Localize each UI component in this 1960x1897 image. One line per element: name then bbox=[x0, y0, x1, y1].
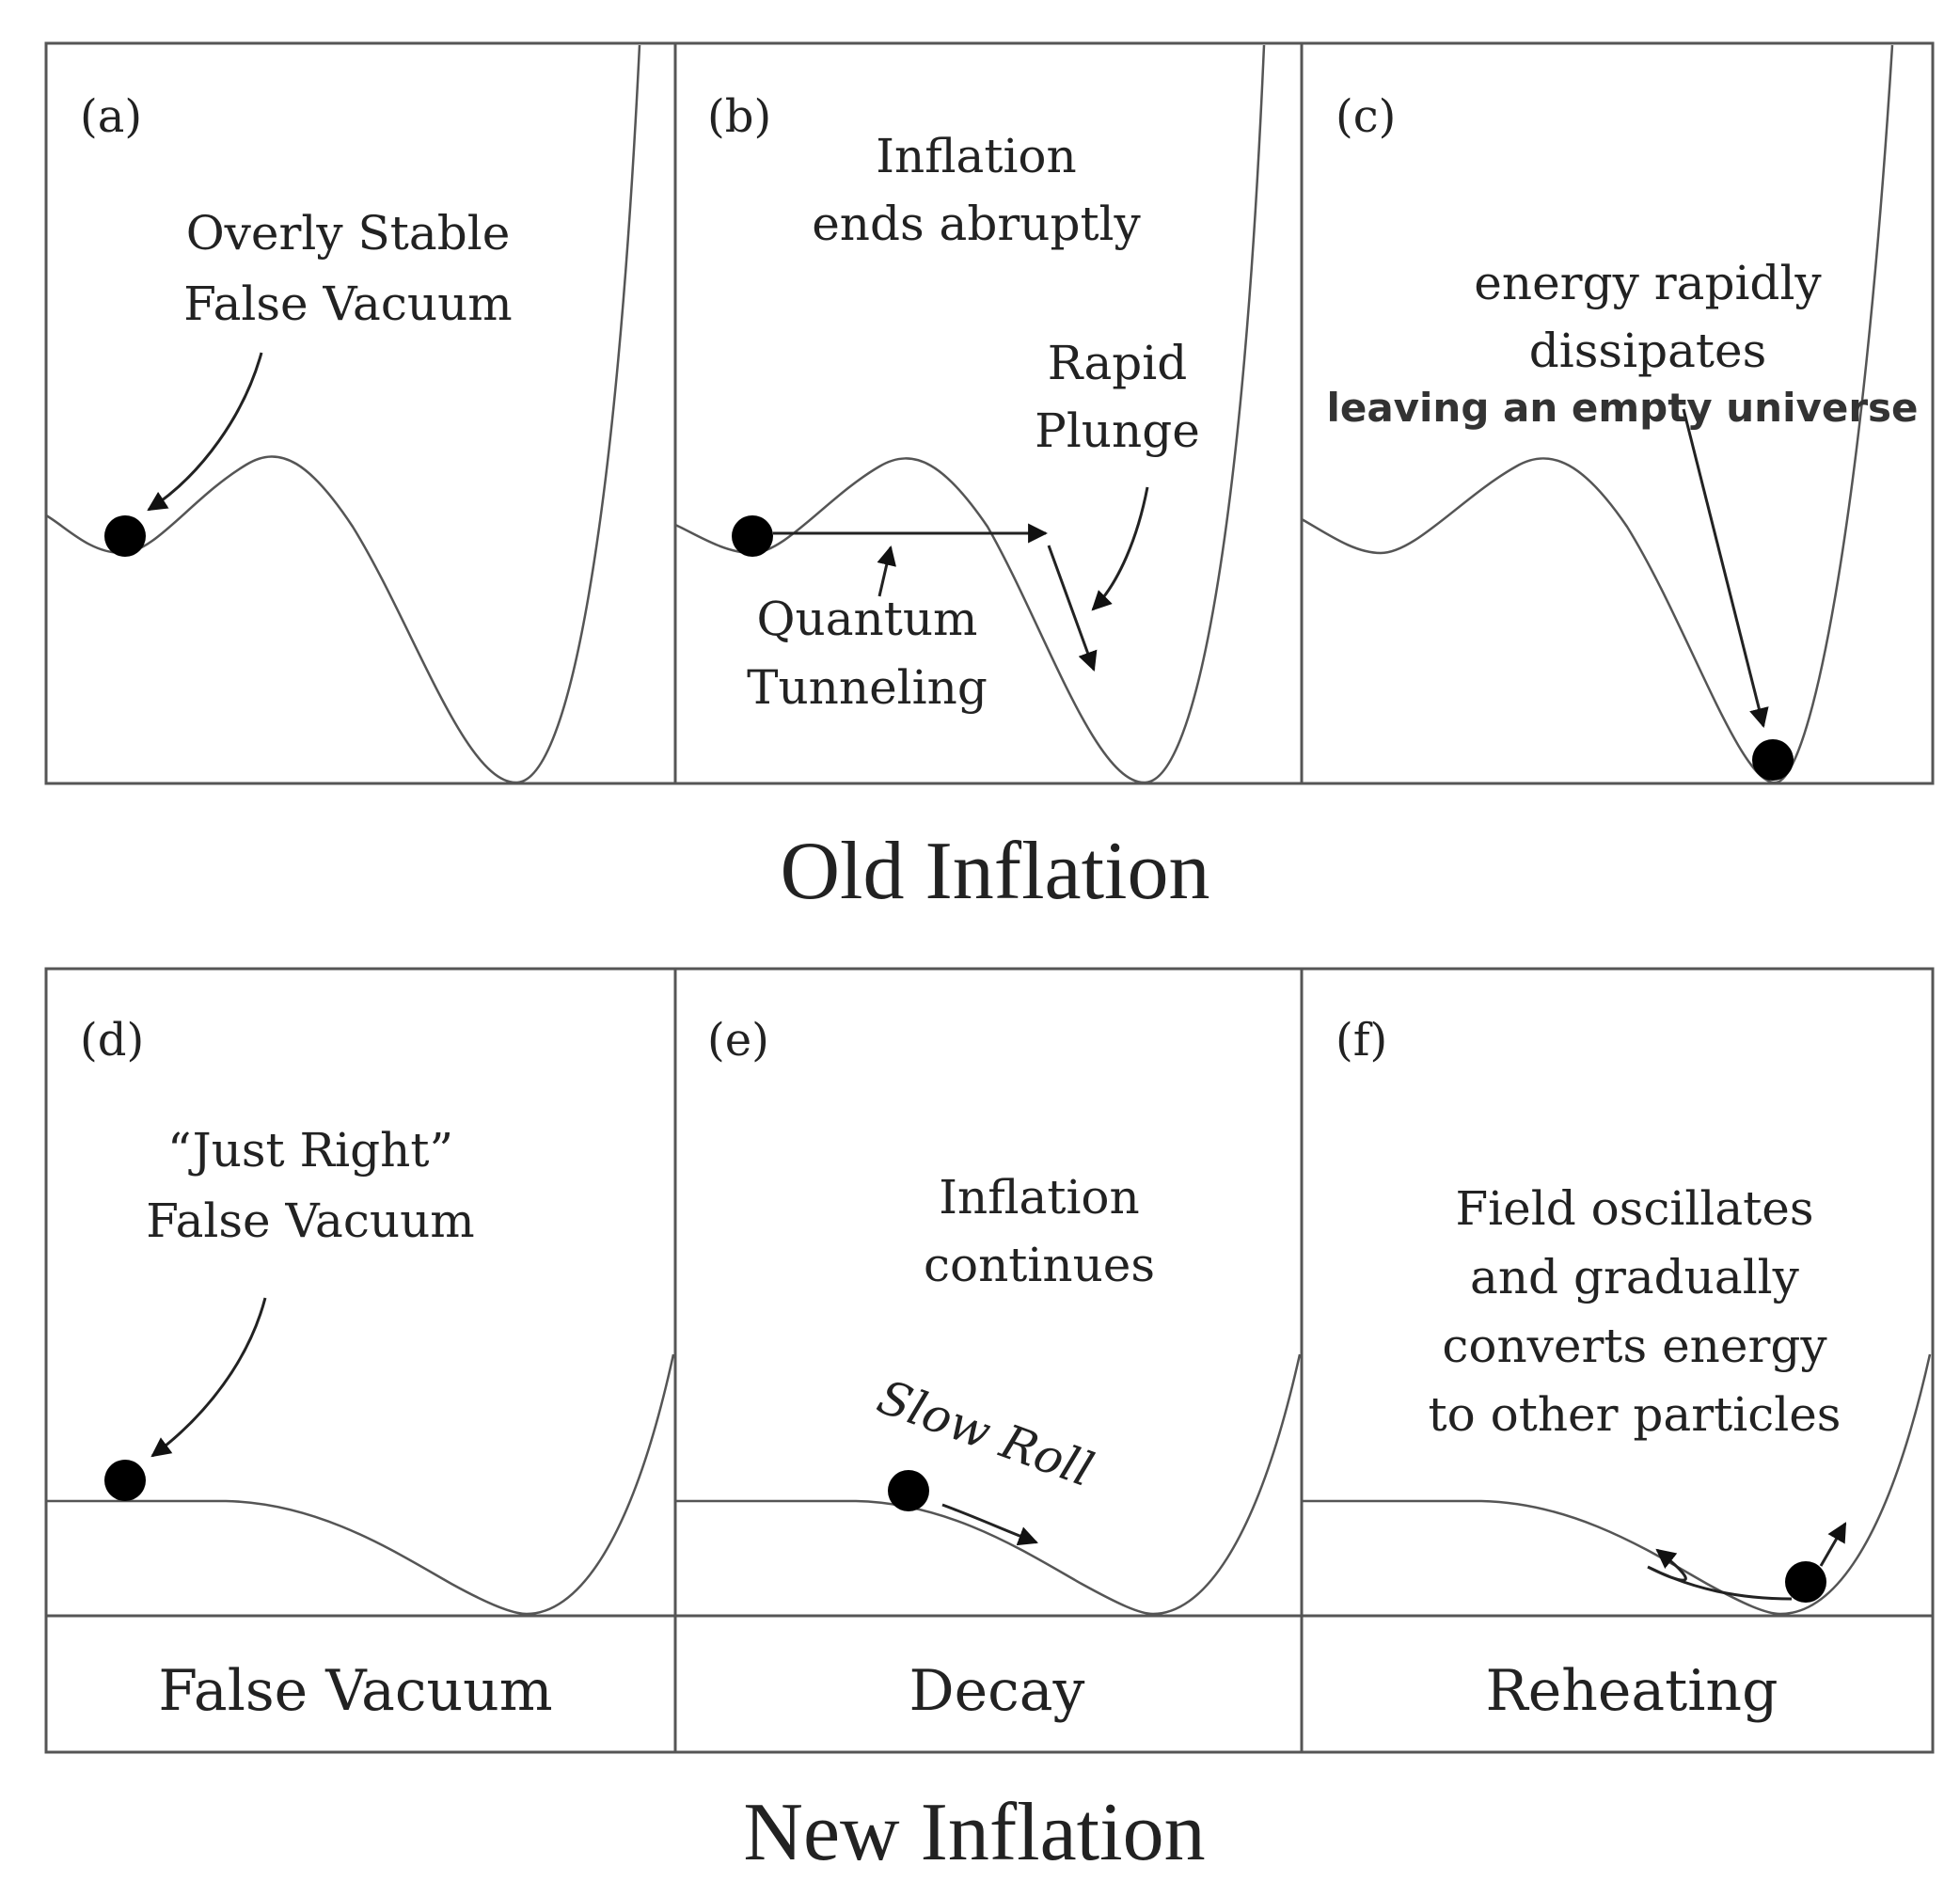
annotation-b-line2: ends abruptly bbox=[812, 197, 1141, 251]
new-inflation-frame bbox=[44, 967, 1935, 1754]
panel-letter-c: (c) bbox=[1336, 90, 1396, 143]
annotation-f-line2: and gradually bbox=[1470, 1250, 1800, 1304]
panel-letter-d: (d) bbox=[80, 1014, 144, 1067]
tunneling-label-line1: Quantum bbox=[757, 592, 978, 646]
potential-curve-c bbox=[1301, 44, 1894, 784]
panel-letter-f: (f) bbox=[1336, 1014, 1387, 1067]
panel-letter-e: (e) bbox=[707, 1014, 769, 1067]
annotation-c-line1: energy rapidly bbox=[1474, 256, 1822, 310]
caption-decay: Decay bbox=[909, 1658, 1085, 1724]
plunge-label-arrow bbox=[1091, 486, 1149, 611]
old-inflation-figure: (a) Overly Stable False Vacuum (b) Infla… bbox=[44, 41, 1935, 917]
potential-curve-f bbox=[1302, 1353, 1932, 1616]
annotation-f-line3: converts energy bbox=[1442, 1319, 1827, 1373]
panel-c: (c) energy rapidly dissipates leaving an… bbox=[1301, 44, 1919, 784]
annotation-f-line4: to other particles bbox=[1429, 1387, 1841, 1442]
field-ball-c bbox=[1752, 739, 1794, 781]
slow-roll-arrow bbox=[941, 1503, 1038, 1546]
arrow-d bbox=[150, 1297, 267, 1458]
annotation-d-line2: False Vacuum bbox=[146, 1194, 474, 1248]
annotation-d-line1: “Just Right” bbox=[167, 1123, 453, 1178]
annotation-a-line1: Overly Stable bbox=[186, 206, 511, 261]
potential-curve-e bbox=[675, 1353, 1302, 1616]
field-ball-b bbox=[732, 515, 773, 557]
panel-b: (b) Inflation ends abruptly Rapid Plunge… bbox=[674, 44, 1266, 784]
new-inflation-figure: (d) “Just Right” False Vacuum False Vacu… bbox=[44, 967, 1935, 1878]
plunge-label-line2: Plunge bbox=[1035, 403, 1200, 458]
panel-e: (e) Inflation continues Slow Roll Decay bbox=[675, 1014, 1302, 1724]
annotation-c-extra: leaving an empty universe bbox=[1326, 385, 1918, 431]
field-ball-a bbox=[104, 515, 146, 557]
oscillation-left-arrow bbox=[1647, 1548, 1793, 1601]
annotation-e-line1: Inflation bbox=[939, 1170, 1140, 1225]
plunge-label-line1: Rapid bbox=[1048, 336, 1188, 390]
field-ball-f bbox=[1785, 1561, 1826, 1603]
potential-curve-d bbox=[46, 1353, 675, 1616]
annotation-e-line2: continues bbox=[924, 1238, 1155, 1292]
panel-d: (d) “Just Right” False Vacuum False Vacu… bbox=[46, 1014, 675, 1724]
caption-false-vacuum: False Vacuum bbox=[158, 1658, 552, 1724]
new-inflation-title: New Inflation bbox=[743, 1787, 1205, 1878]
annotation-c-line2: dissipates bbox=[1529, 324, 1766, 378]
old-inflation-frame bbox=[44, 41, 1935, 785]
panel-letter-a: (a) bbox=[80, 90, 142, 143]
panel-letter-b: (b) bbox=[707, 90, 771, 143]
annotation-f-line1: Field oscillates bbox=[1455, 1181, 1813, 1236]
annotation-a-line2: False Vacuum bbox=[183, 277, 512, 331]
potential-curve-a bbox=[45, 44, 641, 784]
field-ball-e bbox=[888, 1470, 929, 1511]
caption-reheating: Reheating bbox=[1486, 1658, 1778, 1724]
oscillation-up-arrow bbox=[1819, 1522, 1847, 1567]
tunneling-label-line2: Tunneling bbox=[747, 660, 988, 715]
field-ball-d bbox=[104, 1460, 146, 1501]
annotation-b-line1: Inflation bbox=[876, 129, 1077, 183]
panel-a: (a) Overly Stable False Vacuum bbox=[45, 44, 641, 784]
plunge-arrow bbox=[1047, 545, 1098, 672]
panel-f: (f) Field oscillates and gradually conve… bbox=[1302, 1014, 1932, 1724]
potential-curve-b bbox=[674, 44, 1266, 784]
old-inflation-title: Old Inflation bbox=[780, 826, 1209, 917]
arrow-a bbox=[147, 352, 263, 512]
tunneling-label-arrow bbox=[877, 545, 896, 597]
dissipation-arrow bbox=[1682, 408, 1769, 729]
